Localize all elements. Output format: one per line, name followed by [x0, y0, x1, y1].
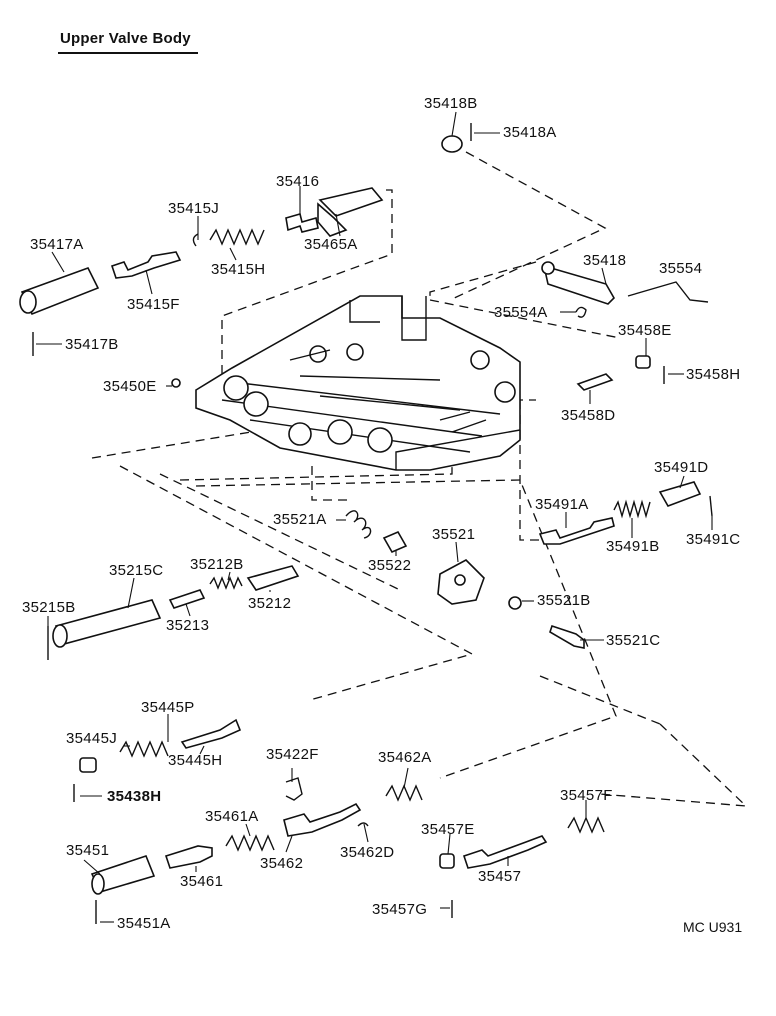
part-35415J-clip: [192, 233, 199, 247]
label-35445H: 35445H: [168, 752, 223, 769]
part-35461A-spring: [225, 834, 275, 852]
assembly-guide-lines: [91, 151, 748, 807]
part-35521B-washer: [508, 596, 522, 610]
part-35213-plug: [168, 589, 206, 609]
part-35415F-valve: [110, 251, 182, 279]
diagram-title: Upper Valve Body: [60, 30, 191, 47]
part-35462-valve: [283, 802, 362, 837]
label-35521B: 35521B: [537, 592, 591, 609]
label-35213: 35213: [166, 617, 210, 634]
part-35457E-plug: [439, 853, 455, 869]
part-35416-valve: [285, 213, 319, 233]
label-35457F: 35457F: [560, 787, 613, 804]
part-35465A-sleeve: [317, 187, 384, 237]
part-35491B-spring: [613, 499, 651, 519]
label-35458E: 35458E: [618, 322, 672, 339]
part-35554A-clip: [575, 306, 587, 318]
label-35451: 35451: [66, 842, 110, 859]
part-35422F-clip: [285, 777, 303, 801]
part-35457-valve: [462, 835, 548, 869]
label-35415J: 35415J: [168, 200, 220, 217]
label-35458H: 35458H: [686, 366, 741, 383]
label-35462D: 35462D: [340, 844, 395, 861]
label-35554: 35554: [659, 260, 703, 277]
title-underline: [58, 52, 198, 54]
part-35521-accumulator: [437, 559, 485, 605]
label-35450E: 35450E: [103, 378, 157, 395]
part-35522-plug: [382, 530, 408, 554]
part-35212-valve: [246, 565, 300, 591]
part-35215C-sleeve: [52, 599, 162, 648]
diagram-code: MC U931: [683, 919, 743, 935]
part-35418B-plug: [441, 135, 463, 153]
label-35462: 35462: [260, 855, 304, 872]
part-35491C-pin: [709, 495, 713, 517]
label-35462A: 35462A: [378, 749, 432, 766]
leader-lines: [36, 111, 713, 923]
part-35450E-ball: [171, 378, 181, 388]
label-35417A: 35417A: [30, 236, 84, 253]
label-35521: 35521: [432, 526, 476, 543]
part-35461-valve: [164, 845, 213, 869]
label-35422F: 35422F: [266, 746, 319, 763]
part-35521A-spring: [345, 510, 372, 539]
part-35462A-spring: [385, 784, 423, 802]
label-35451A: 35451A: [117, 915, 171, 932]
part-35415H-spring: [209, 228, 265, 246]
part-35445J-plug: [79, 757, 97, 773]
part-35417A-sleeve: [19, 267, 100, 316]
label-35215C: 35215C: [109, 562, 164, 579]
part-35491D-plug: [658, 481, 702, 507]
label-35418B: 35418B: [424, 95, 478, 112]
label-35554A: 35554A: [494, 304, 548, 321]
label-35457E: 35457E: [421, 821, 475, 838]
part-35445P-spring: [119, 740, 169, 758]
label-35461A: 35461A: [205, 808, 259, 825]
label-35416: 35416: [276, 173, 320, 190]
label-35491D: 35491D: [654, 459, 709, 476]
label-35491C: 35491C: [686, 531, 741, 548]
label-35457G: 35457G: [372, 901, 428, 918]
label-35465A: 35465A: [304, 236, 358, 253]
label-35212B: 35212B: [190, 556, 244, 573]
part-35458D-plug: [576, 373, 614, 391]
part-35462D-clip: [357, 822, 369, 827]
part-35418-lever: [541, 261, 615, 305]
label-35491A: 35491A: [535, 496, 589, 513]
label-35457: 35457: [478, 868, 522, 885]
label-35458D: 35458D: [561, 407, 616, 424]
label-35445J: 35445J: [66, 730, 118, 747]
label-35521A: 35521A: [273, 511, 327, 528]
label-35212: 35212: [248, 595, 292, 612]
part-35451-sleeve: [90, 855, 156, 895]
label-35415F: 35415F: [127, 296, 180, 313]
part-35445H-valve: [180, 718, 242, 749]
part-35458E-plug: [635, 355, 651, 369]
label-35461: 35461: [180, 873, 224, 890]
label-35445P: 35445P: [141, 699, 195, 716]
label-35418: 35418: [583, 252, 627, 269]
label-35491B: 35491B: [606, 538, 660, 555]
part-35491A-valve: [538, 517, 615, 545]
label-35521C: 35521C: [606, 632, 661, 649]
label-35215B: 35215B: [22, 599, 76, 616]
part-35554-rod: [627, 281, 709, 303]
label-35417B: 35417B: [65, 336, 119, 353]
part-35212B-spring: [209, 576, 243, 590]
label-35418A: 35418A: [503, 124, 557, 141]
part-35457F-spring: [567, 816, 605, 834]
label-35438H: 35438H: [107, 788, 162, 805]
label-35522: 35522: [368, 557, 412, 574]
label-35415H: 35415H: [211, 261, 266, 278]
upper-valve-body-casting: [195, 295, 521, 471]
part-35521C-bolt: [549, 624, 585, 649]
